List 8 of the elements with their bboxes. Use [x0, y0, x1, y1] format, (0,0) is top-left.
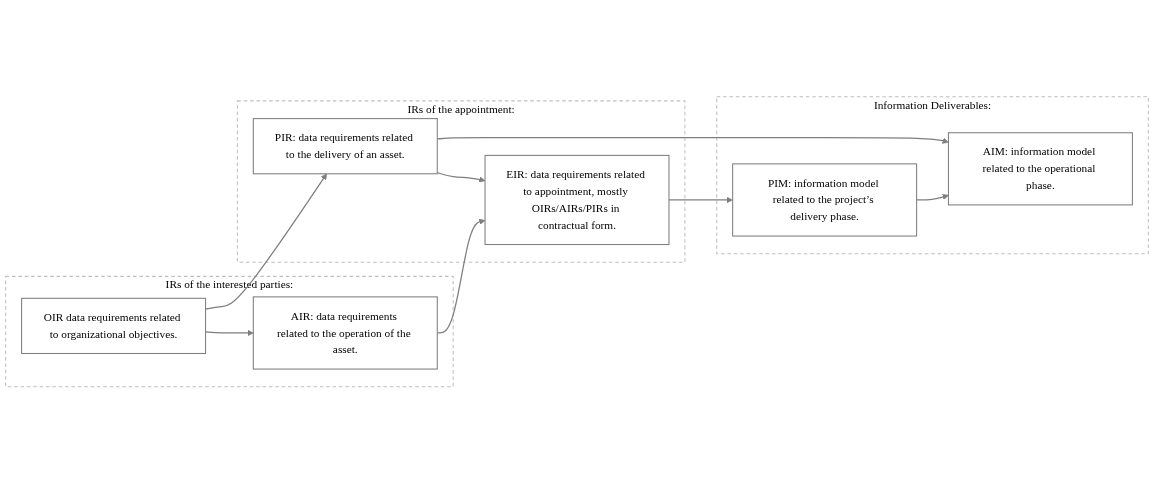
node-box: AIR: data requirements related to the operation of the asset.: [252, 296, 438, 370]
arrow: [436, 172, 486, 183]
node-box: PIM: information model related to the project’s delivery phase.: [732, 163, 918, 237]
node-box: EIR: data requirements related to appointment, mostly OIRs/AIRs/PIRs in contractual form.: [484, 155, 670, 246]
node-box: PIR: data requirements related to the delivery of an asset.: [252, 118, 438, 175]
node-box: AIM: information model related to the operational phase.: [947, 132, 1133, 206]
arrow: [668, 197, 733, 204]
node-box: OIR data requirements related to organizational objectives.: [21, 298, 207, 355]
